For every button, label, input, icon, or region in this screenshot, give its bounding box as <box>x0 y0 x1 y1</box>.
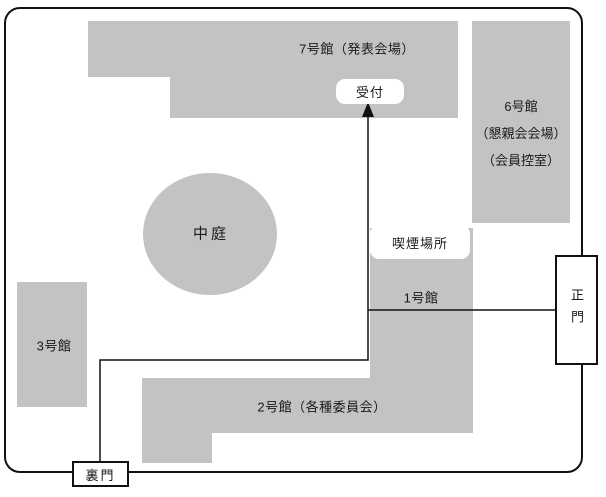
building-6-label: 6号館 （懇親会会場） （会員控室） <box>472 93 570 174</box>
building-6-label-line2: （懇親会会場） <box>475 126 567 141</box>
main-gate-label: 正門 <box>569 288 584 332</box>
map-outline <box>4 7 583 473</box>
building-3-label: 3号館 <box>36 338 72 354</box>
main-gate-marker: 正門 <box>555 255 598 365</box>
building-6-label-line1: 6号館 <box>504 99 538 114</box>
back-gate-marker: 裏門 <box>72 461 129 487</box>
building-6-label-line3: （会員控室） <box>481 153 560 168</box>
building-1-label: 1号館 <box>403 290 439 306</box>
building-2-label: 2号館（各種委員会） <box>257 399 387 415</box>
reception-marker: 受付 <box>336 79 404 104</box>
building-7-upper-block <box>88 21 458 77</box>
building-6 <box>472 21 570 223</box>
building-3 <box>17 282 87 407</box>
back-gate-label: 裏門 <box>85 467 116 483</box>
courtyard-label: 中庭 <box>192 225 230 243</box>
building-7-label: 7号館（発表会場） <box>299 41 415 57</box>
building-2-left-wing <box>142 433 212 463</box>
building-7-lower-block <box>170 77 458 118</box>
smoking-area-label: 喫煙場所 <box>391 235 448 251</box>
reception-label: 受付 <box>355 85 384 100</box>
smoking-area-marker: 喫煙場所 <box>370 225 470 259</box>
